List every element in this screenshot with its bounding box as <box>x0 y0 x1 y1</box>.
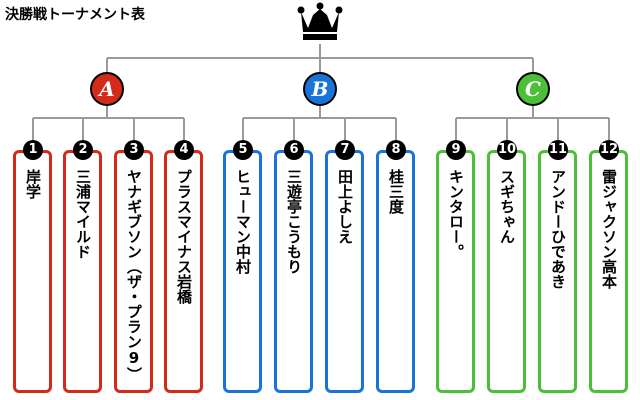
entry-card-11: アンドーひであき <box>538 150 577 393</box>
group-a-badge: A <box>90 72 124 106</box>
entry-name: ヒューマン中村 <box>234 169 252 274</box>
entry-card-6: 三遊亭こうもり <box>274 150 313 393</box>
entry-number-badge: 3 <box>124 140 144 160</box>
entry-number-badge: 12 <box>599 140 619 160</box>
entry-name: 三遊亭こうもり <box>285 169 303 274</box>
entry-name: 田上よしえ <box>336 169 354 244</box>
entry-card-12: 雷ジャクソン高本 <box>589 150 628 393</box>
entry-number-badge: 7 <box>335 140 355 160</box>
group-c-badge: C <box>516 72 550 106</box>
group-b-label: B <box>311 77 329 101</box>
entry-name: 桂三度 <box>387 169 405 214</box>
entry-card-8: 桂三度 <box>376 150 415 393</box>
entry-number-badge: 8 <box>386 140 406 160</box>
entry-card-4: プラスマイナス岩橋 <box>164 150 203 393</box>
entry-number-badge: 1 <box>23 140 43 160</box>
entry-card-10: スギちゃん <box>487 150 526 393</box>
entry-card-7: 田上よしえ <box>325 150 364 393</box>
entry-number-badge: 5 <box>233 140 253 160</box>
entry-name: 岸学 <box>24 169 42 199</box>
entry-card-2: 三浦マイルド <box>63 150 102 393</box>
entry-card-5: ヒューマン中村 <box>223 150 262 393</box>
entry-card-1: 岸学 <box>13 150 52 393</box>
entry-card-3: ヤナギブソン（ザ・プラン9） <box>114 150 153 393</box>
entry-name: スギちゃん <box>498 169 516 244</box>
entry-name: プラスマイナス岩橋 <box>175 169 193 304</box>
group-b-badge: B <box>303 72 337 106</box>
page-title: 決勝戦トーナメント表 <box>5 7 145 23</box>
entry-number-badge: 11 <box>548 140 568 160</box>
entry-name: ヤナギブソン（ザ・プラン9） <box>125 169 143 382</box>
entry-number-badge: 10 <box>497 140 517 160</box>
entry-name: 三浦マイルド <box>74 169 92 259</box>
group-a-label: A <box>99 77 115 101</box>
entry-number-badge: 9 <box>446 140 466 160</box>
entry-card-9: キンタロー。 <box>436 150 475 393</box>
entry-name: 雷ジャクソン高本 <box>600 169 618 289</box>
crown-icon <box>297 2 343 40</box>
entry-name: アンドーひであき <box>549 169 567 289</box>
group-c-label: C <box>525 77 541 101</box>
entry-name: キンタロー。 <box>447 169 465 259</box>
entry-number-badge: 4 <box>174 140 194 160</box>
entry-number-badge: 6 <box>284 140 304 160</box>
entry-number-badge: 2 <box>73 140 93 160</box>
